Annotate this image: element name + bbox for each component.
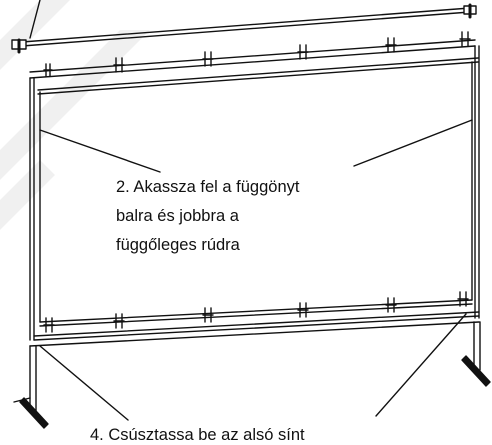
bottom-clips: [43, 291, 469, 333]
step2-caption-line2: balra és jobbra a: [116, 207, 239, 225]
right-leg: [461, 321, 491, 387]
left-leg: [13, 345, 49, 429]
right-pole: [471, 45, 480, 319]
step4-caption: 4. Csúsztassa be az alsó sínt: [90, 426, 305, 444]
bottom-rail: [29, 299, 480, 347]
watermark-bands: [0, 0, 150, 230]
step2-caption-line1: 2. Akassza fel a függönyt: [116, 178, 300, 196]
top-rail: [29, 39, 479, 95]
step2-caption-line3: függőleges rúdra: [116, 236, 240, 254]
pointer-lines: [39, 119, 473, 421]
top-clips: [43, 31, 471, 77]
top-rod: [11, 0, 477, 54]
